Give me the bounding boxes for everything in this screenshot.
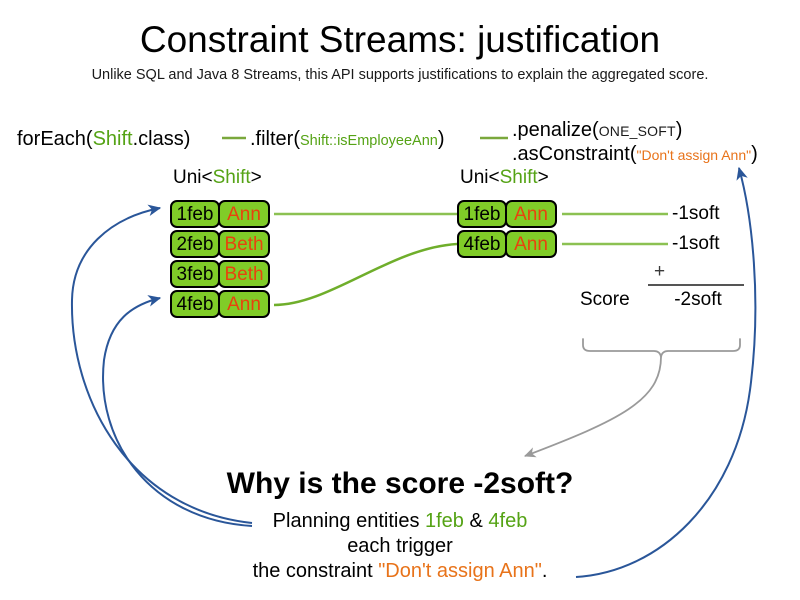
filter-suffix: ) (437, 128, 445, 150)
page-subtitle: Unlike SQL and Java 8 Streams, this API … (91, 67, 709, 83)
explanation-constraint-name: "Don't assign Ann" (378, 560, 542, 582)
stream-right-prefix: Uni< (460, 167, 500, 188)
score-sum-rule (648, 284, 744, 286)
tuple-row[interactable]: 1feb Ann (457, 200, 557, 228)
foreach-prefix: forEach( (17, 128, 93, 150)
code-step-penalize: .penalize(ONE_SOFT) (512, 118, 682, 143)
as-constraint-name: "Don't assign Ann" (636, 147, 752, 163)
score-impact: -1soft (672, 233, 720, 254)
tuple-fact: 2feb (170, 230, 220, 258)
tuple-value: Beth (218, 260, 270, 288)
tuple-connector-4feb (273, 242, 458, 307)
tuple-row[interactable]: 4feb Ann (170, 290, 270, 318)
explanation-entity-b: 4feb (488, 510, 528, 532)
tuple-row[interactable]: 1feb Ann (170, 200, 270, 228)
tuple-value: Ann (218, 200, 270, 228)
filter-prefix: .filter( (250, 128, 300, 150)
penalize-suffix: ) (675, 119, 683, 141)
explanation-line-3: the constraint "Don't assign Ann". (0, 559, 800, 584)
tuple-fact: 1feb (170, 200, 220, 228)
explanation-entity-a: 1feb (425, 510, 464, 532)
tuple-stack-left: 1feb Ann 2feb Beth 3feb Beth 4feb Ann (170, 200, 270, 318)
score-label: Score (580, 289, 630, 310)
explanation-line-1: Planning entities 1feb & 4feb (0, 509, 800, 534)
tuple-value: Ann (505, 200, 557, 228)
score-brace (582, 338, 741, 358)
tuple-fact: 1feb (457, 200, 507, 228)
stream-left-type: Shift (212, 167, 251, 188)
stream-right-suffix: > (537, 167, 549, 188)
explanation-line1-mid: & (463, 510, 489, 532)
tuple-row[interactable]: 4feb Ann (457, 230, 557, 258)
filter-method-ref: Shift::isEmployeeAnn (300, 133, 438, 149)
as-constraint-suffix: ) (751, 143, 758, 165)
tuple-value: Ann (218, 290, 270, 318)
foreach-suffix: .class) (132, 128, 191, 150)
stream-label-left: Uni<Shift> (173, 167, 262, 189)
penalize-score-level: ONE_SOFT (598, 123, 676, 139)
tuple-stack-right: 1feb Ann 4feb Ann (457, 200, 557, 258)
stream-label-right: Uni<Shift> (460, 167, 549, 189)
page-title: Constraint Streams: justification (139, 19, 661, 60)
stream-left-suffix: > (250, 167, 262, 188)
score-impact: -1soft (672, 203, 720, 224)
foreach-type: Shift (92, 128, 133, 150)
explanation-line-2: each trigger (347, 535, 453, 557)
why-heading: Why is the score -2soft? (226, 467, 574, 500)
tuple-row[interactable]: 3feb Beth (170, 260, 270, 288)
tuple-value: Beth (218, 230, 270, 258)
explanation-line1-prefix: Planning entities (272, 510, 425, 532)
stream-right-type: Shift (499, 167, 538, 188)
score-explain-arrow (524, 356, 662, 458)
tuple-fact: 3feb (170, 260, 220, 288)
penalize-prefix: .penalize( (512, 119, 599, 141)
tuple-fact: 4feb (170, 290, 220, 318)
code-step-as-constraint: .asConstraint("Don't assign Ann") (512, 142, 758, 167)
explanation-line3-prefix: the constraint (252, 560, 379, 582)
score-total: -2soft (674, 289, 722, 310)
stream-left-prefix: Uni< (173, 167, 213, 188)
tuple-fact: 4feb (457, 230, 507, 258)
explanation-line3-suffix: . (541, 560, 548, 582)
justification-explanation: Planning entities 1feb & 4feb each trigg… (0, 509, 800, 584)
tuple-row[interactable]: 2feb Beth (170, 230, 270, 258)
score-operator: + (654, 261, 666, 282)
tuple-value: Ann (505, 230, 557, 258)
code-step-foreach: forEach(Shift.class) (17, 127, 190, 151)
as-constraint-prefix: .asConstraint( (512, 143, 637, 165)
code-step-filter: .filter(Shift::isEmployeeAnn) (250, 127, 445, 153)
